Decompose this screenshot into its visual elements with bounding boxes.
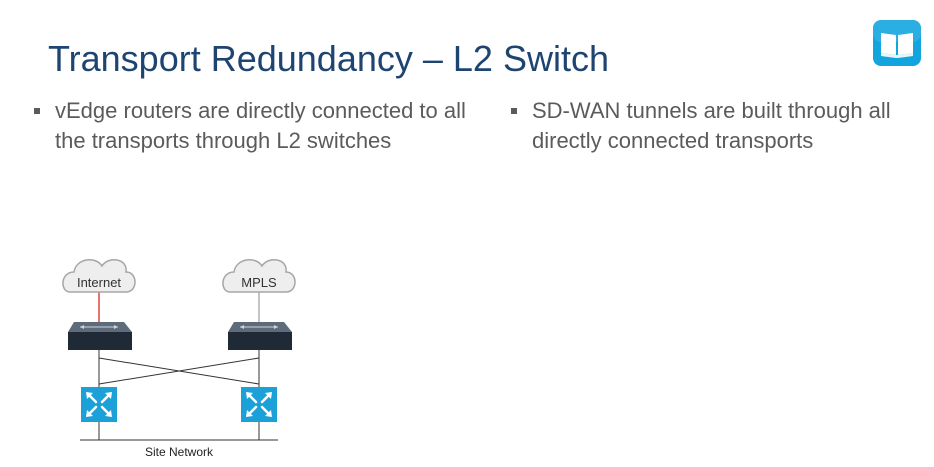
vedge-router-icon <box>81 387 117 422</box>
site-network <box>80 422 278 441</box>
cloud-label-mpls: MPLS <box>241 275 277 290</box>
bullet-item: SD-WAN tunnels are built through all dir… <box>511 96 931 156</box>
vedge-router-icon <box>241 387 277 422</box>
site-network-label: Site Network <box>145 445 214 459</box>
book-icon[interactable] <box>872 19 922 67</box>
slide-title: Transport Redundancy – L2 Switch <box>48 38 609 79</box>
switch-icon <box>228 322 292 350</box>
cloud-label-internet: Internet <box>77 275 121 290</box>
bullet-text: SD-WAN tunnels are built through all dir… <box>532 98 891 153</box>
internet-cloud: Internet <box>62 259 136 293</box>
bullet-marker <box>511 108 517 114</box>
transport-links <box>98 350 260 388</box>
bullet-text: vEdge routers are directly connected to … <box>55 98 466 153</box>
bullet-item: vEdge routers are directly connected to … <box>34 96 484 156</box>
bullet-marker <box>34 108 40 114</box>
mpls-cloud: MPLS <box>222 259 296 293</box>
switch-icon <box>68 322 132 350</box>
